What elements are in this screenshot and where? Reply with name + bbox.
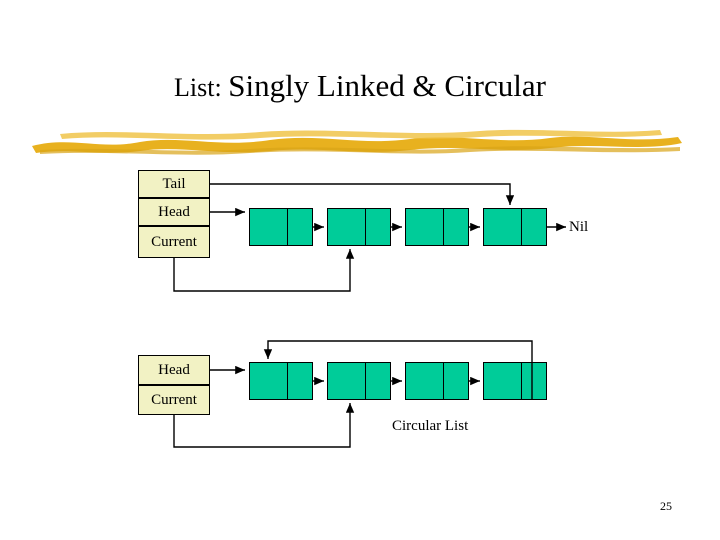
top-node-1: [249, 208, 313, 246]
label-current-bottom-text: Current: [151, 391, 197, 408]
label-current-bottom: Current: [138, 385, 210, 415]
bottom-node-4-data: [484, 363, 523, 399]
page-number: 25: [660, 499, 672, 513]
label-current-top: Current: [138, 226, 210, 258]
label-tail: Tail: [138, 170, 210, 198]
top-node-2-pointer: [366, 209, 390, 245]
bottom-node-1-data: [250, 363, 289, 399]
label-head-top: Head: [138, 198, 210, 226]
gold-brush-underline: [32, 129, 682, 155]
top-node-3-data: [406, 209, 445, 245]
top-node-2: [327, 208, 391, 246]
circular-list-caption: Circular List: [392, 418, 469, 434]
page-title: List: Singly Linked & Circular: [0, 68, 720, 104]
bottom-node-2-pointer: [366, 363, 390, 399]
top-node-3: [405, 208, 469, 246]
bottom-node-2: [327, 362, 391, 400]
top-node-2-data: [328, 209, 367, 245]
bottom-node-4-pointer: [522, 363, 546, 399]
top-node-4-pointer: [522, 209, 546, 245]
top-node-4-data: [484, 209, 523, 245]
bottom-node-3-pointer: [444, 363, 468, 399]
label-head-bottom: Head: [138, 355, 210, 385]
top-node-1-pointer: [288, 209, 312, 245]
bottom-node-4: [483, 362, 547, 400]
top-node-4: [483, 208, 547, 246]
arrow-tail-to-node4: [210, 183, 515, 205]
label-tail-text: Tail: [162, 175, 186, 192]
bottom-node-3: [405, 362, 469, 400]
bottom-node-3-data: [406, 363, 445, 399]
bottom-node-1-pointer: [288, 363, 312, 399]
page-title-main: Singly Linked & Circular: [228, 68, 546, 103]
bottom-node-1: [249, 362, 313, 400]
label-head-top-text: Head: [158, 203, 190, 220]
nil-terminator-label: Nil: [569, 219, 589, 235]
label-head-bottom-text: Head: [158, 361, 190, 378]
top-node-1-data: [250, 209, 289, 245]
bottom-node-2-data: [328, 363, 367, 399]
label-current-top-text: Current: [151, 233, 197, 250]
top-node-3-pointer: [444, 209, 468, 245]
page-title-prefix: List:: [174, 73, 229, 102]
